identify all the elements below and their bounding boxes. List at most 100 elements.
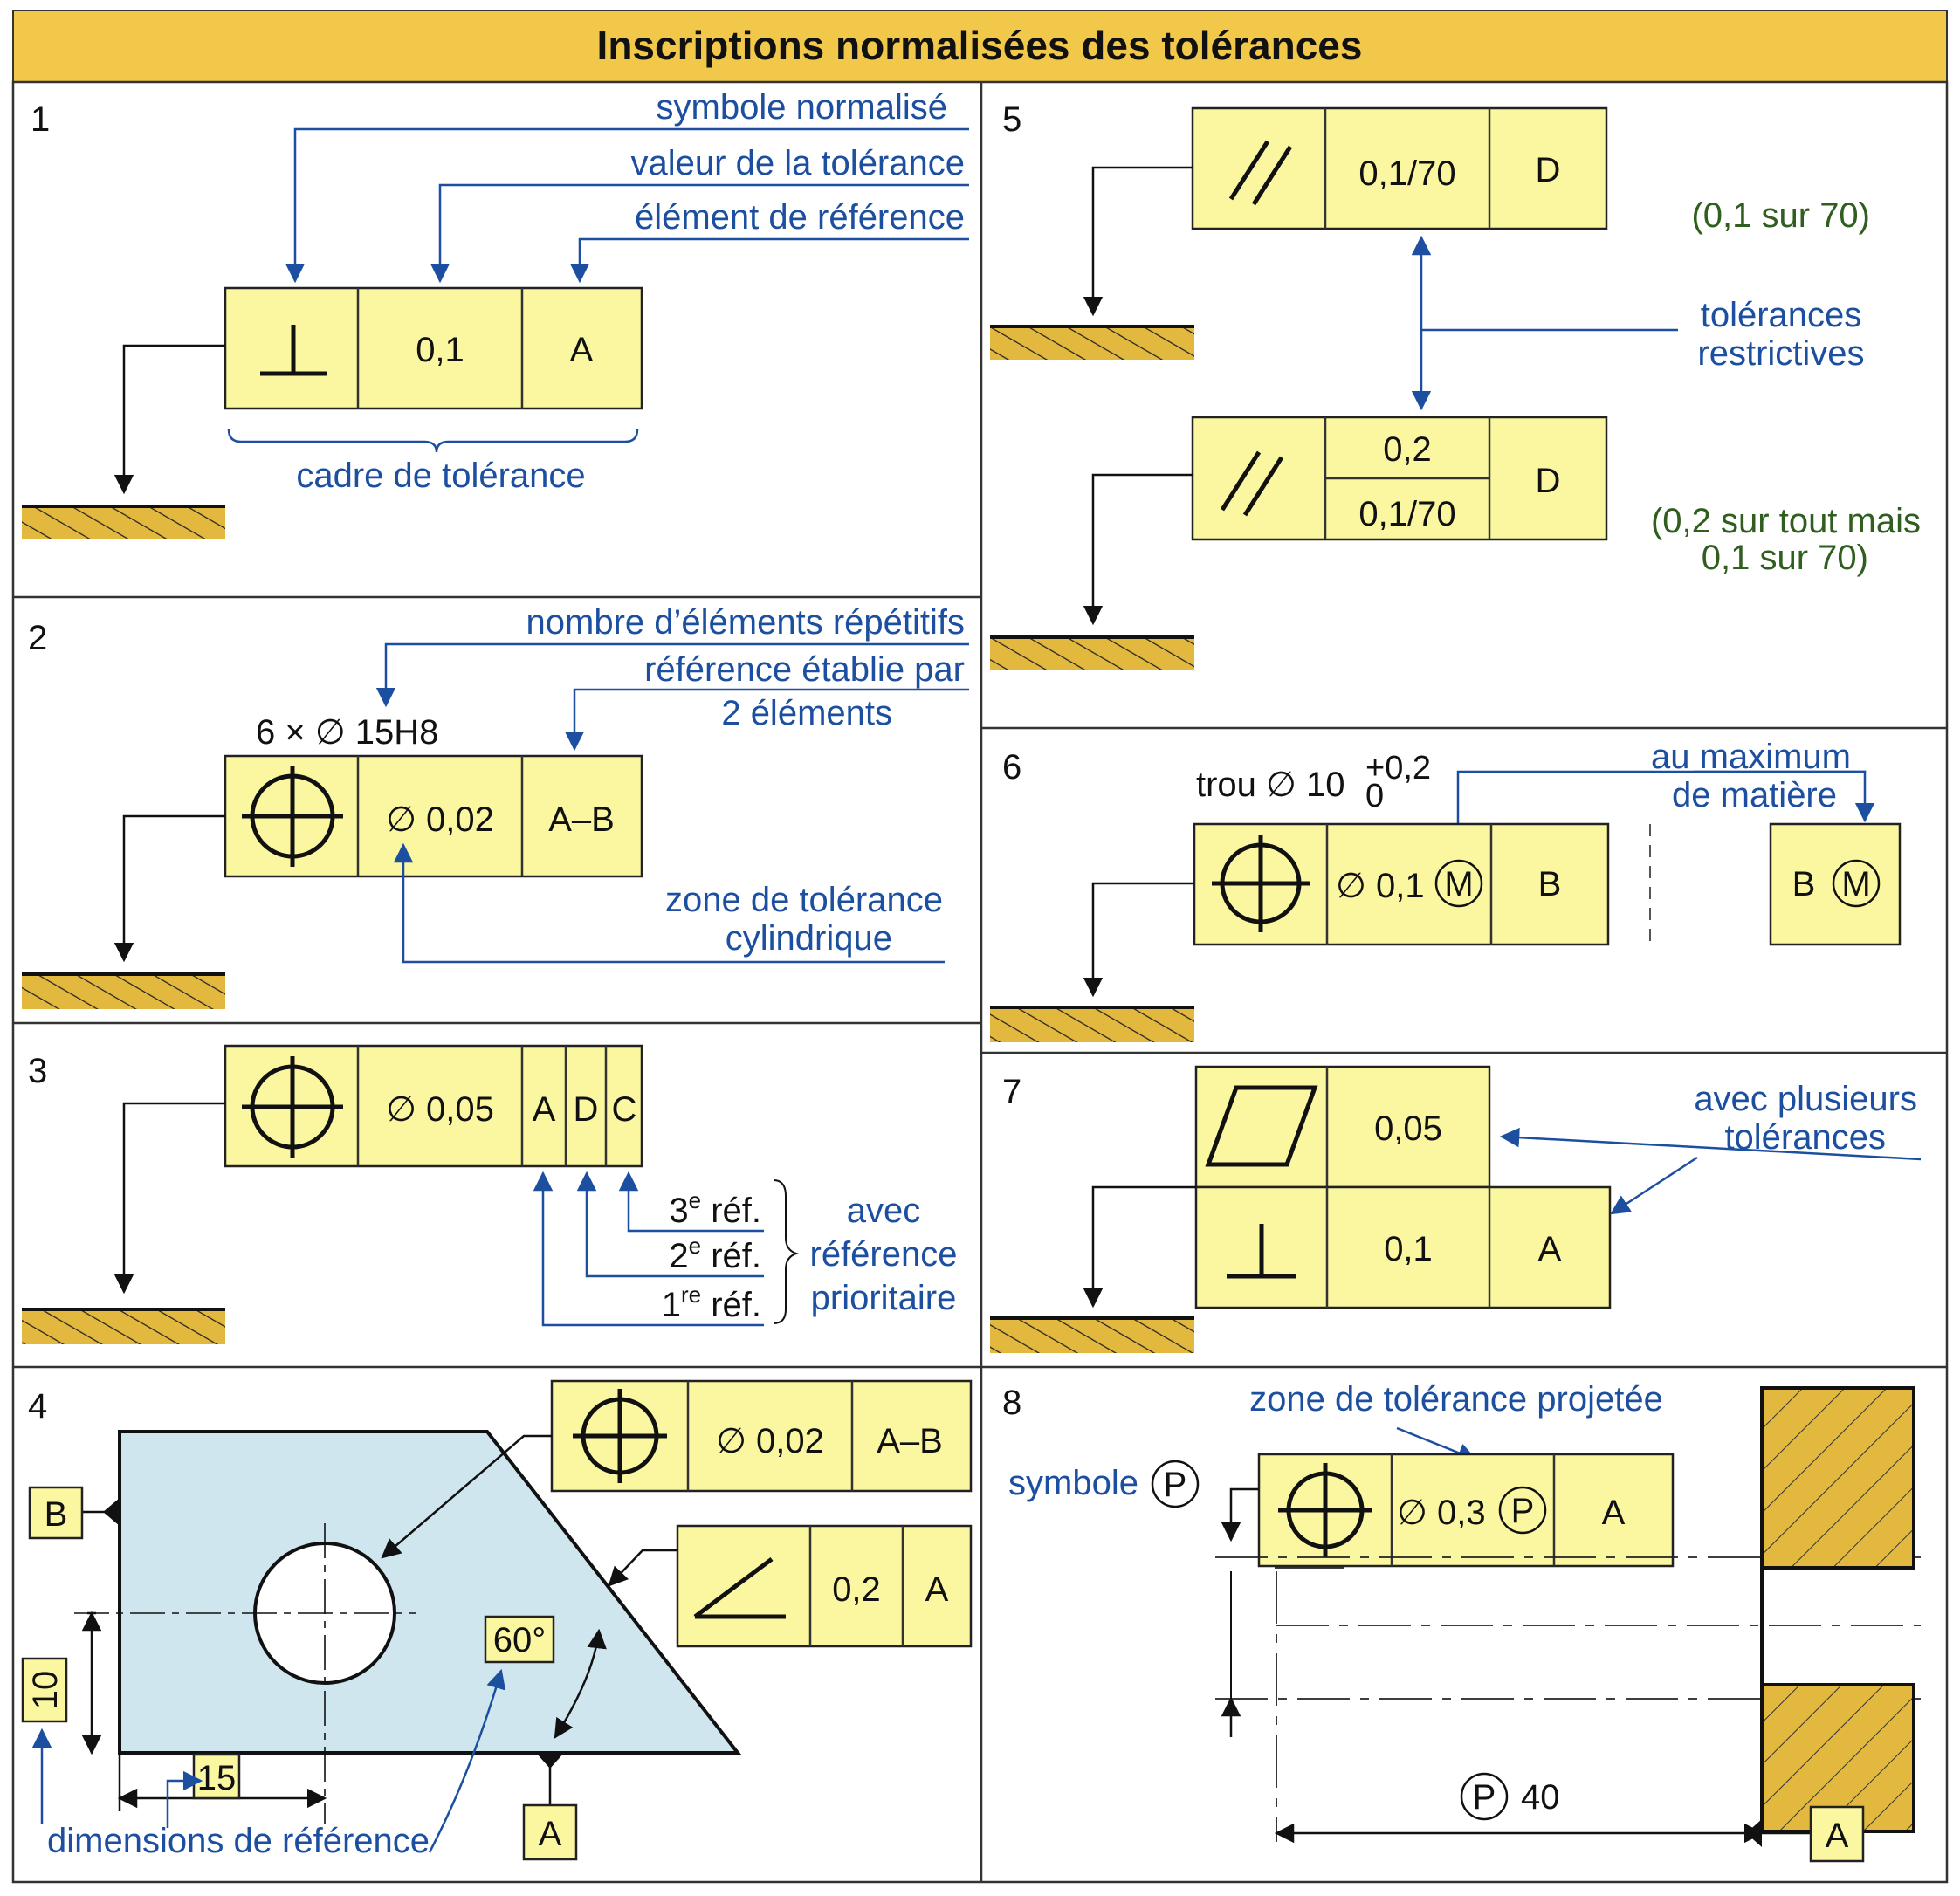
label-reference: élément de référence <box>635 198 965 237</box>
label-mmc-1: au maximum <box>1651 738 1851 776</box>
hatched-surface <box>990 637 1194 670</box>
datum-ref: D <box>1536 151 1561 189</box>
datum-a: A <box>539 1815 562 1853</box>
label-restrictive-2: restrictives <box>1697 334 1864 373</box>
datum-ref: A <box>1538 1230 1562 1268</box>
tolerance-value: 0,1/70 <box>1358 155 1455 193</box>
perpendicularity-icon <box>1227 1224 1296 1279</box>
datum-ref-3: C <box>612 1090 637 1129</box>
title-band: Inscriptions normalisées des tolérances <box>12 10 1948 83</box>
label-ref-line1: référence établie par <box>644 650 965 689</box>
panel-6: 6 trou ∅ 10 +0,2 0 au maximum de matière… <box>990 738 1902 1042</box>
angle-60: 60° <box>493 1621 547 1659</box>
panel-number: 7 <box>1002 1073 1021 1111</box>
tolerance-value: ∅ 0,3 <box>1397 1494 1486 1532</box>
ref-1-label: 1re réf. <box>662 1281 761 1324</box>
tolerance-value: 0,2 <box>832 1570 881 1609</box>
hole-dimension: trou ∅ 10 <box>1196 766 1345 804</box>
hatched-surface <box>990 326 1194 360</box>
panel-number: 3 <box>28 1052 47 1090</box>
datum-ref-1: A <box>533 1090 556 1129</box>
note-2-line1: (0,2 sur tout mais <box>1651 502 1921 540</box>
hatched-surface <box>22 506 225 539</box>
projected-zone-icon: P <box>1498 1486 1547 1535</box>
perpendicularity-icon <box>260 325 327 376</box>
ref-3-label: 3e réf. <box>669 1187 761 1230</box>
panel-grid <box>11 80 1949 1884</box>
tolerance-value-1: 0,05 <box>1374 1109 1442 1148</box>
panel-number: 1 <box>31 100 50 139</box>
ref-2-label: 2e réf. <box>669 1233 761 1275</box>
datum-ref-2: D <box>574 1090 599 1129</box>
note-2-line2: 0,1 sur 70) <box>1702 539 1868 577</box>
label-priority-2: référence <box>810 1235 958 1274</box>
svg-text:P: P <box>1473 1778 1496 1817</box>
svg-text:P: P <box>1164 1466 1187 1504</box>
position-icon <box>242 766 343 867</box>
hatched-surface <box>22 1309 225 1344</box>
dim-15: 15 <box>197 1759 237 1797</box>
dim-40: 40 <box>1521 1778 1560 1817</box>
datum-ref: B <box>1538 865 1562 903</box>
label-repeat: nombre d’éléments répétitifs <box>526 603 965 642</box>
datum-ref: A <box>1602 1494 1626 1532</box>
label-symbol: symbole normalisé <box>657 88 947 127</box>
label-frame: cadre de tolérance <box>296 457 585 495</box>
datum-ref: D <box>1536 462 1561 500</box>
panel-5: 5 0,1/70 D (0,1 sur 70) tolérances restr… <box>990 100 1921 670</box>
panel-number: 4 <box>28 1387 47 1425</box>
svg-text:M: M <box>1841 865 1870 903</box>
tol-lower: 0 <box>1365 778 1384 814</box>
label-dims: dimensions de référence <box>47 1822 430 1860</box>
tolerance-value-2: 0,1 <box>1384 1230 1433 1268</box>
label-zone-line1: zone de tolérance <box>665 881 943 919</box>
mmc-modifier-icon: M <box>1832 859 1881 908</box>
label-priority-3: prioritaire <box>811 1279 957 1317</box>
label-zone-line2: cylindrique <box>726 919 892 958</box>
label-zone: zone de tolérance projetée <box>1249 1380 1663 1419</box>
position-icon <box>573 1389 667 1483</box>
svg-text:M: M <box>1444 865 1473 903</box>
datum-ref: A–B <box>548 800 615 839</box>
label-priority-1: avec <box>847 1192 921 1230</box>
projected-zone-icon: P <box>1151 1460 1200 1508</box>
note-1: (0,1 sur 70) <box>1691 196 1870 235</box>
datum-ref: A <box>570 331 594 369</box>
datum-ref-alt: B <box>1792 865 1816 903</box>
label-restrictive-1: tolérances <box>1701 296 1862 334</box>
tolerance-value: ∅ 0,02 <box>716 1422 824 1460</box>
tolerance-value: ∅ 0,02 <box>386 800 494 839</box>
svg-text:P: P <box>1511 1492 1535 1530</box>
panel-4: 4 ∅ 0,02 A–B 0,2 A B <box>21 1379 973 1861</box>
flatness-icon <box>1205 1085 1318 1167</box>
label-mmc-2: de matière <box>1672 776 1837 814</box>
panel-1: 1 0,1 A symbole normalisé valeur de la t… <box>22 88 969 539</box>
dimension-text: 6 × ∅ 15H8 <box>256 713 438 752</box>
tolerance-value: ∅ 0,05 <box>386 1090 494 1129</box>
position-icon <box>1278 1463 1372 1557</box>
panel-7: 7 0,05 0,1 A avec plusieurs tolérances <box>990 1065 1922 1353</box>
panel-number: 6 <box>1002 748 1021 787</box>
tolerance-value: ∅ 0,1 <box>1336 867 1425 905</box>
hatched-surface <box>22 974 225 1009</box>
hatched-surface <box>990 1007 1194 1042</box>
label-value: valeur de la tolérance <box>631 144 965 182</box>
position-icon <box>1212 835 1310 932</box>
dim-10: 10 <box>26 1671 65 1710</box>
projected-zone-icon: P <box>1460 1772 1509 1821</box>
position-icon <box>242 1056 343 1158</box>
panel-number: 2 <box>28 619 47 657</box>
tolerance-value-bottom: 0,1/70 <box>1358 495 1455 533</box>
angularity-icon <box>693 1557 786 1619</box>
datum-ref: A–B <box>877 1422 943 1460</box>
tolerance-value-top: 0,2 <box>1383 430 1432 469</box>
label-multi-1: avec plusieurs <box>1694 1080 1917 1118</box>
datum-a: A <box>1826 1817 1849 1855</box>
section-upper <box>1760 1386 1915 1570</box>
hatched-surface <box>990 1318 1194 1353</box>
panel-number: 8 <box>1002 1384 1021 1422</box>
panel-number: 5 <box>1002 100 1021 139</box>
parallelism-icon <box>1220 450 1284 517</box>
page-title: Inscriptions normalisées des tolérances <box>597 23 1363 68</box>
